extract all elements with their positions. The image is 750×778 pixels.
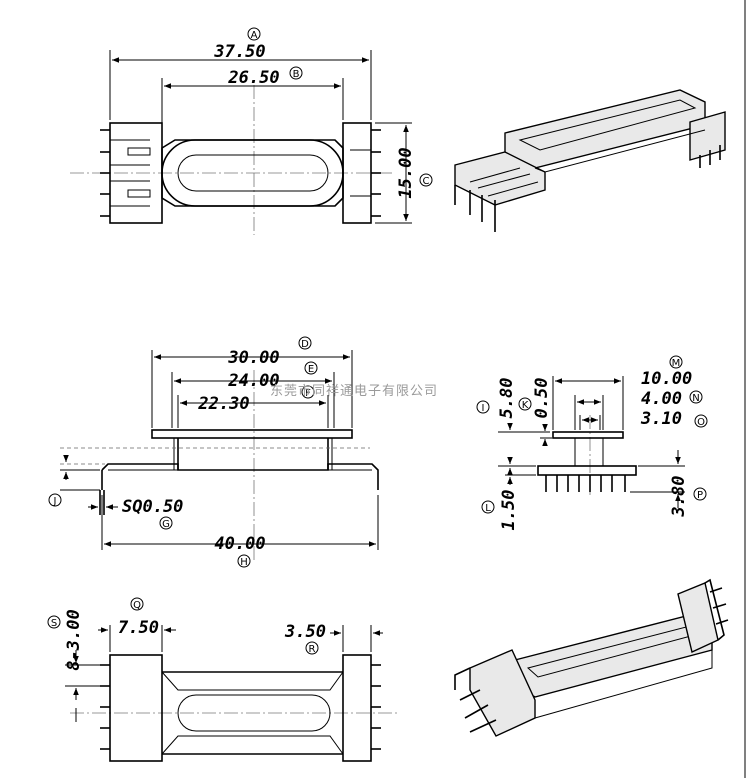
ref-circle-e [304,361,318,375]
ref-circle-a [247,27,261,41]
bottom-view: 7.50 Q 3.50 R 8-3.00 S [47,597,400,762]
bottom-core-slot [177,694,331,732]
ref-circle-n [689,390,703,404]
ref-label-n: N [692,393,699,404]
dim-overall-length: 37.50 [213,42,265,62]
side-top-flange [151,429,353,439]
core-outer [161,139,344,207]
bottom-left-pins [100,664,110,750]
ref-circle-l [481,500,495,514]
dim-flange-width-2: 3.50 [284,622,326,642]
ref-label-b: B [293,69,300,80]
end-view: 10.00 M 4.00 N 3.10 O 5.80 I 0.50 K [476,355,708,531]
dim-height-1-5: 1.50 [499,490,519,531]
ref-label-i: I [482,403,485,414]
ref-label-p: P [697,490,703,501]
ref-label-s: S [51,618,57,629]
ref-circle-h [237,554,251,568]
ref-circle-k [518,397,532,411]
ref-label-a: A [251,30,258,41]
ref-label-h: H [240,557,248,568]
ref-label-o: O [697,417,705,428]
ref-circle-s [47,615,61,629]
watermark: 东莞市同祥通电子有限公司 [270,383,438,399]
dim-flange-width: 7.50 [118,618,159,638]
ref-circle-r [305,641,319,655]
ref-label-k: K [522,400,529,411]
end-pins [545,475,626,492]
ref-label-f: F [305,388,311,399]
top-view: 37.50 A 26.50 B 15.00 C [70,27,433,235]
iso1-slot [518,99,697,151]
iso2-core [514,614,713,698]
dim-height-5-8: 5.80 [497,378,517,419]
left-pins [100,129,151,217]
dim-core-length: 26.50 [227,68,279,88]
ref-label-m: M [672,358,681,369]
ref-label-g: G [162,519,170,530]
side-view: 30.00 D 24.00 E 22.30 F SQ0.50 G J [48,336,379,568]
iso2-right-pins [704,578,729,641]
isometric-view-top [454,89,726,232]
dim-window-length: 24.00 [227,371,279,391]
dim-width-10: 10.00 [641,369,692,389]
bottom-right-pins [371,664,381,750]
dim-flange-length: 30.00 [227,348,279,368]
ref-label-r: R [309,644,316,655]
ref-circle-o [694,414,708,428]
core-slot [177,154,329,192]
ref-circle-f [301,385,315,399]
bottom-left-flange [109,654,163,762]
ref-label-q: Q [133,600,141,611]
iso1-right-flange [689,111,726,161]
ref-circle-g [159,516,173,530]
ref-circle-q [130,597,144,611]
end-base [537,465,637,476]
dim-inner-length: 22.30 [197,394,249,414]
dim-width: 15.00 [396,147,416,198]
ref-circle-p [693,487,707,501]
dim-width-3-1: 3.10 [640,409,682,429]
ref-circle-b [289,66,303,80]
right-pins [350,129,381,217]
dim-height-0-5: 0.50 [532,378,552,419]
iso1-right-pins [699,145,721,168]
dim-pin-size: SQ0.50 [122,497,183,517]
ref-label-l: L [485,503,491,514]
ref-circle-d [298,336,312,350]
side-base [101,463,379,490]
iso1-left-pins [454,185,496,232]
end-top-flange [552,431,624,439]
dim-height-3-8: 3.80 [669,476,689,518]
dim-pin-pitch: 8-3.00 [64,609,84,670]
end-core [574,437,604,467]
ref-circle-c [419,173,433,187]
ref-circle-m [669,355,683,369]
dim-width-4: 4.00 [641,389,682,409]
ref-circle-i [476,400,490,414]
iso2-left-pins [454,667,497,733]
ref-label-d: D [301,339,309,350]
ref-label-c: C [423,176,430,187]
ref-circle-j [48,493,62,507]
ref-label-j: J [53,496,57,507]
isometric-view-bottom [454,578,729,737]
ref-label-e: E [308,364,314,375]
dim-pin-span: 40.00 [214,534,265,554]
bottom-right-flange [342,654,372,762]
